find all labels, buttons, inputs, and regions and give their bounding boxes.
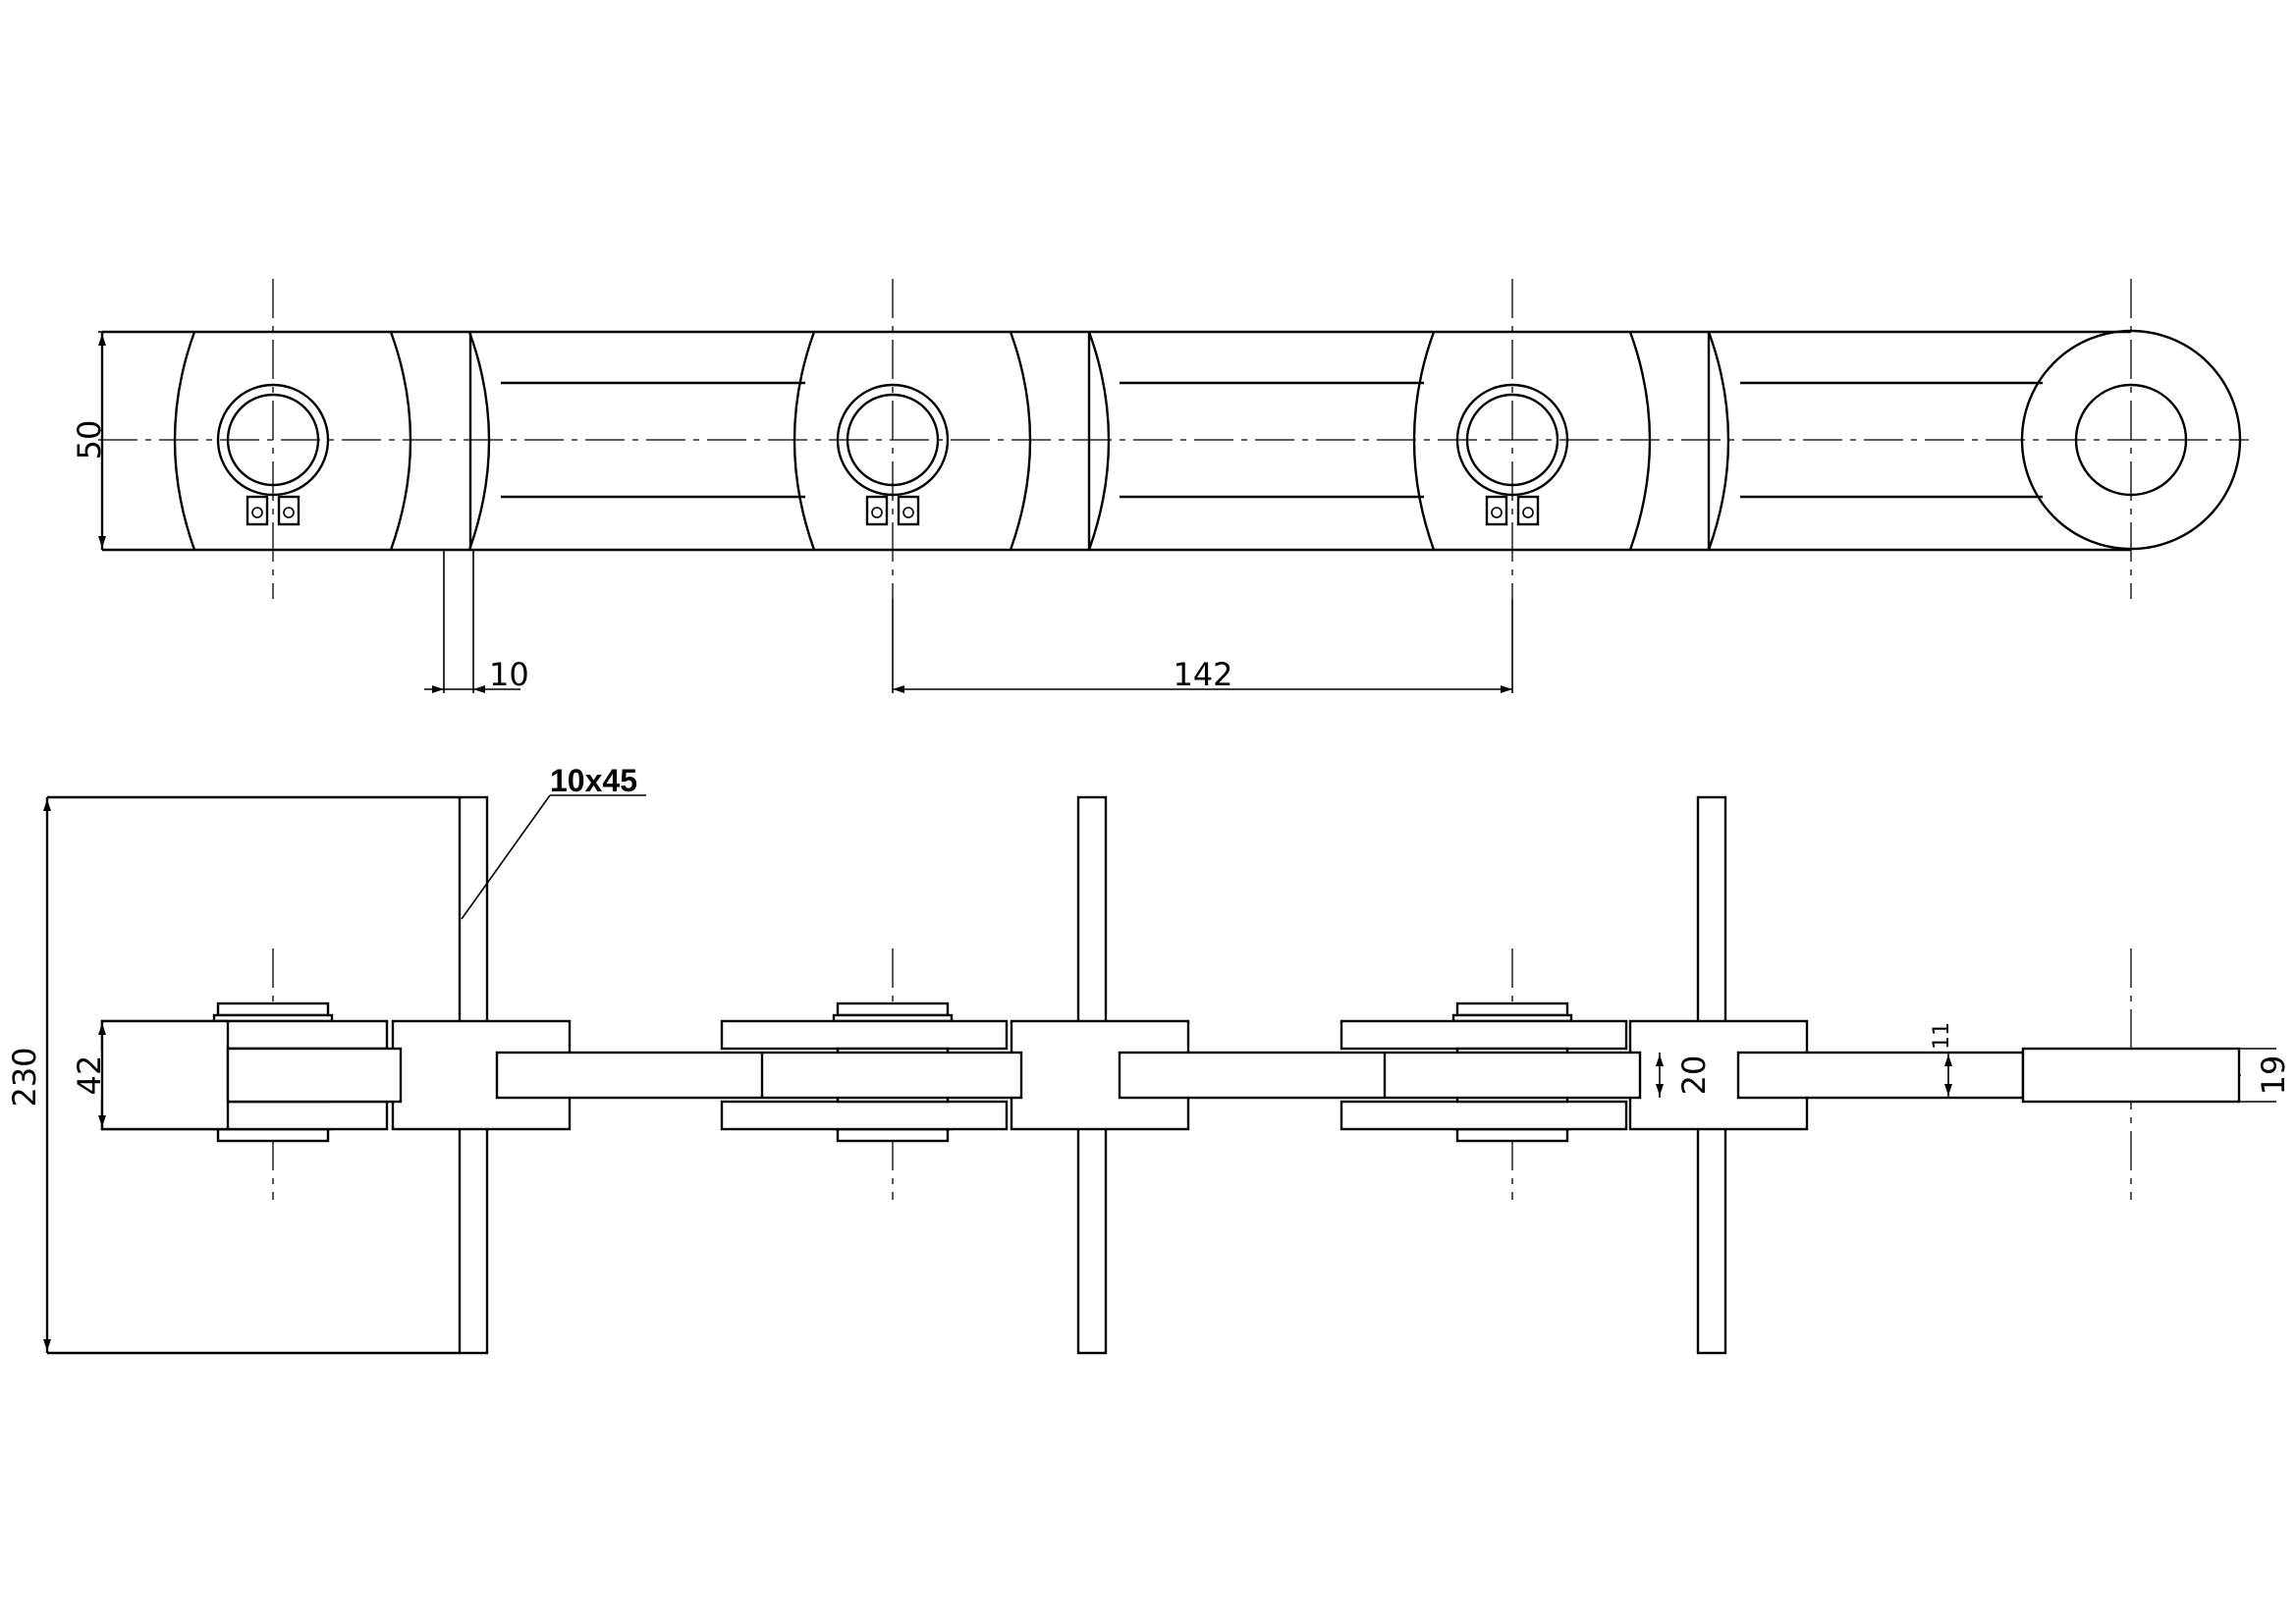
link-right-arc-1 [389, 331, 412, 551]
dim-11-arrow-bottom [1944, 1084, 1952, 1096]
dim-19-label: 19 [2255, 1055, 2292, 1096]
outer-plate-top-3 [1339, 1019, 1628, 1051]
circlip-ear-left-1 [246, 495, 269, 526]
dim-10-arrow-left [432, 685, 444, 693]
circlip-ear-right-2 [897, 495, 920, 526]
pin-circle-2 [846, 393, 940, 487]
dim-230-label: 230 [6, 1047, 43, 1107]
dim-142-arrow-left [893, 685, 904, 693]
dim-142-arrow-right [1501, 685, 1512, 693]
dim-50-arrow-top [98, 334, 106, 346]
circlip-ear-left-2 [865, 495, 889, 526]
chamfer-leader [461, 794, 551, 920]
link-left-arc-1 [173, 331, 196, 551]
dim-11-arrow-top [1944, 1055, 1952, 1066]
roller-top-a-3 [1455, 1001, 1569, 1017]
circlip-outer-2 [836, 383, 950, 497]
inner-plate-2 [1118, 1051, 1642, 1100]
roller-top-a-1 [216, 1001, 330, 1017]
link-right-arc-3 [1628, 331, 1652, 551]
outer-plate-bottom-2 [720, 1100, 1009, 1131]
dim-20-label: 20 [1675, 1055, 1713, 1096]
end-block-hub [226, 1047, 403, 1104]
end-pin-hole [2074, 383, 2188, 497]
roller-top-a-2 [836, 1001, 950, 1017]
circlip-hole-left-1 [251, 507, 263, 518]
pin-circle-3 [1465, 393, 1559, 487]
circlip-hole-right-2 [902, 507, 914, 518]
circlip-hole-right-3 [1522, 507, 1534, 518]
outer-plate-bottom-3 [1339, 1100, 1628, 1131]
dim-50-arrow-bottom [98, 536, 106, 548]
dim-230-arrow-top [43, 799, 51, 811]
inner-link-arc-2 [1087, 331, 1111, 551]
dim-10-arrow-right [473, 685, 485, 693]
circlip-hole-left-2 [871, 507, 883, 518]
dim-42-arrow-top [98, 1023, 106, 1035]
circlip-outer-1 [216, 383, 330, 497]
dim-11-label: 11 [1930, 1022, 1954, 1050]
roller-bottom-a-3 [1455, 1127, 1569, 1143]
link-left-arc-2 [793, 331, 816, 551]
outer-plate-top-2 [720, 1019, 1009, 1051]
dim-42-label: 42 [71, 1055, 108, 1096]
dim-50-label: 50 [71, 420, 108, 460]
circlip-ear-left-3 [1485, 495, 1508, 526]
roller-bottom-a-1 [216, 1127, 330, 1143]
dim-142-label: 142 [1173, 656, 1232, 693]
top-view [98, 279, 2249, 599]
end-link-outer [2020, 329, 2242, 551]
inner-plate-1 [495, 1051, 1023, 1100]
inner-link-arc-1 [467, 331, 491, 551]
dim-10x45-label: 10x45 [550, 763, 637, 798]
circlip-outer-3 [1455, 383, 1569, 497]
link-left-arc-3 [1412, 331, 1436, 551]
end-block-left [100, 1019, 230, 1131]
dim-230-arrow-bottom [43, 1339, 51, 1351]
bottom-view [45, 795, 2249, 1355]
circlip-ear-right-3 [1516, 495, 1540, 526]
link-right-arc-2 [1009, 331, 1032, 551]
inner-link-arc-3 [1707, 331, 1730, 551]
dim-20-arrow-top [1656, 1055, 1664, 1066]
dim-42-arrow-bottom [98, 1115, 106, 1127]
dim-10-label: 10 [489, 656, 529, 693]
roller-bottom-a-2 [836, 1127, 950, 1143]
pin-circle-1 [226, 393, 320, 487]
circlip-hole-left-3 [1491, 507, 1503, 518]
dimension-lines [43, 331, 2276, 1353]
tail-plate [1736, 1051, 2025, 1100]
dim-20-arrow-bottom [1656, 1084, 1664, 1096]
tail-end [2021, 1047, 2241, 1104]
circlip-hole-right-1 [283, 507, 295, 518]
circlip-ear-right-1 [277, 495, 301, 526]
